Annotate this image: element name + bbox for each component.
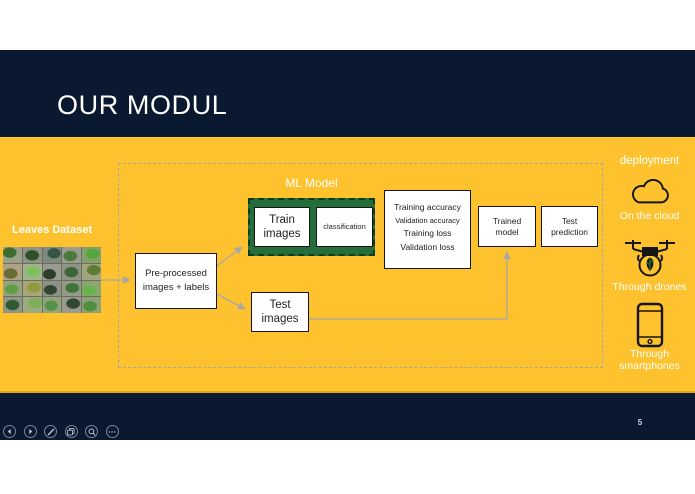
metric-line: Training loss — [403, 228, 452, 239]
leaf-photo-cell — [62, 280, 82, 297]
train-images-box: Train images — [254, 207, 310, 247]
ml-pipeline-group — [118, 163, 603, 368]
leaf-photo-cell — [3, 263, 22, 280]
leaf-photo-cell — [42, 297, 62, 313]
smartphone-icon — [604, 302, 695, 348]
deploy-smartphones-label: Through smartphones — [619, 348, 680, 373]
dataset-label: Leaves Dataset — [12, 224, 93, 236]
test-prediction-box: Test prediction — [541, 206, 598, 247]
leaves-dataset-thumbnail — [3, 247, 101, 313]
deploy-cloud-label: On the cloud — [619, 210, 680, 222]
leaf-photo-cell — [42, 247, 62, 263]
see-all-slides-icon — [67, 427, 75, 436]
more-options-icon — [108, 430, 116, 433]
ml-model-label: ML Model — [285, 176, 338, 190]
trained-model-box: Trained model — [478, 206, 536, 247]
pen-icon — [47, 428, 54, 435]
slide-header-band — [0, 50, 695, 137]
leaf-photo-cell — [42, 263, 62, 280]
leaf-photo-cell — [62, 297, 82, 313]
slide-page-number: 5 — [637, 418, 643, 427]
zoom-icon — [87, 427, 95, 435]
zoom-slide-button[interactable] — [85, 425, 98, 438]
previous-slide-icon — [7, 428, 11, 435]
leaf-photo-cell — [82, 297, 101, 313]
leaf-photo-cell — [42, 280, 62, 297]
slide-title: OUR MODUL — [57, 90, 228, 120]
leaf-photo-cell — [62, 247, 82, 263]
more-options-button[interactable] — [105, 425, 119, 438]
leaf-photo-cell — [3, 280, 22, 297]
preprocessed-box: Pre-processed images + labels — [135, 253, 217, 309]
metric-line: Training accuracy — [394, 202, 461, 212]
test-images-box: Test images — [251, 292, 309, 332]
deployment-title: deployment — [619, 155, 680, 167]
leaf-photo-cell — [82, 247, 101, 263]
leaf-photo-cell — [22, 263, 42, 280]
cloud-icon — [604, 179, 695, 207]
metric-line: Validation loss — [400, 241, 455, 252]
leaf-photo-cell — [3, 247, 22, 263]
drone-icon — [604, 238, 695, 280]
metric-line: Validation accuracy — [395, 216, 460, 226]
pen-button[interactable] — [44, 425, 57, 438]
leaf-photo-cell — [22, 247, 42, 263]
leaf-photo-cell — [22, 280, 42, 297]
leaf-photo-cell — [82, 280, 101, 297]
deploy-drones-label: Through drones — [612, 281, 687, 293]
leaf-photo-cell — [82, 263, 101, 280]
metrics-box: Training accuracy Validation accuracy Tr… — [384, 190, 471, 269]
classification-box: classification — [316, 207, 373, 247]
slideshow-toolbar — [3, 425, 119, 438]
next-slide-button[interactable] — [23, 425, 37, 438]
see-all-slides-button[interactable] — [64, 425, 78, 438]
leaf-photo-cell — [3, 297, 22, 313]
next-slide-icon — [28, 428, 32, 435]
leaf-photo-cell — [22, 297, 42, 313]
leaf-photo-cell — [62, 263, 82, 280]
previous-slide-button[interactable] — [3, 425, 16, 438]
